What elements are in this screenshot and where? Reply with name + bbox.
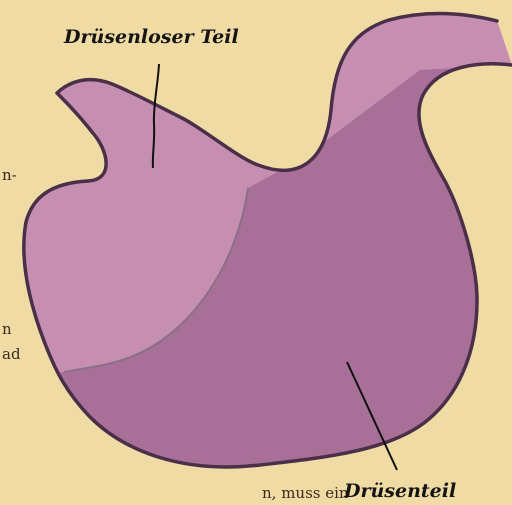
glandular-part-label: Drüsenteil	[344, 480, 456, 502]
glandless-part-label: Drüsenloser Teil	[64, 26, 239, 48]
